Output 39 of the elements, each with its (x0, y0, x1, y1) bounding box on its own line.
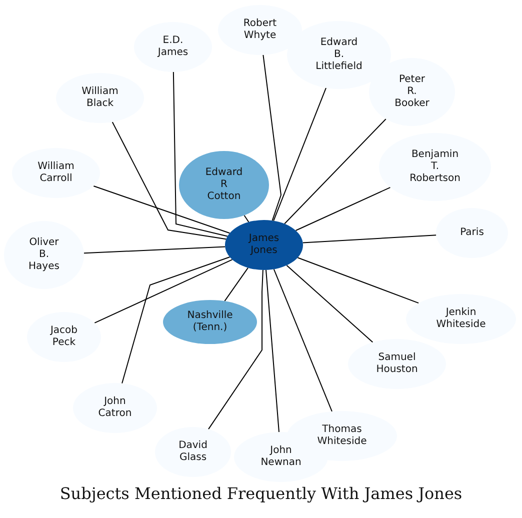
connector-line (286, 264, 374, 343)
connector-line (266, 269, 280, 433)
connector-line (284, 118, 386, 224)
connector-line (273, 87, 326, 222)
topic-label: David Glass (178, 440, 208, 464)
topic-label: Paris (460, 227, 484, 239)
connector-line (297, 257, 420, 304)
topic-label: James Jones (248, 233, 280, 257)
connector-line (172, 72, 228, 237)
topic-label: William Black (82, 86, 118, 110)
topic-label: Jacob Peck (50, 325, 78, 349)
diagram-title: Subjects Mentioned Frequently With James Jones (58, 484, 464, 503)
topic-label: Jenkin Whiteside (436, 307, 486, 331)
topic-label: Benjamin T. Robertson (410, 149, 460, 185)
topic-label: Edward B. Littlefield (316, 37, 362, 73)
connector-line (208, 270, 264, 430)
connector-line (295, 186, 391, 231)
topic-label: Robert Whyte (243, 18, 277, 42)
topic-label: E.D. James (158, 35, 188, 59)
topic-label: John Newnan (260, 445, 302, 469)
connector-line (93, 186, 230, 234)
topic-label: William Carroll (38, 161, 74, 185)
connector-line (302, 234, 437, 244)
connector-line (244, 214, 250, 222)
connector-line (122, 256, 230, 384)
topic-label: John Catron (98, 396, 132, 420)
connector-line (83, 246, 226, 254)
topic-label: Thomas Whiteside (317, 424, 367, 448)
connector-line (262, 54, 282, 222)
topic-label: Peter R. Booker (394, 74, 430, 110)
topic-ellipse (225, 220, 303, 270)
connector-line (273, 268, 332, 412)
topic-label: Samuel Houston (376, 352, 418, 376)
topic-label: Edward R Cotton (205, 167, 243, 203)
connector-line (94, 259, 233, 324)
connector-line (112, 122, 227, 240)
topic-label: Oliver B. Hayes (28, 237, 60, 273)
connector-line (224, 267, 248, 302)
topic-label: Nashville (Tenn.) (187, 310, 233, 334)
